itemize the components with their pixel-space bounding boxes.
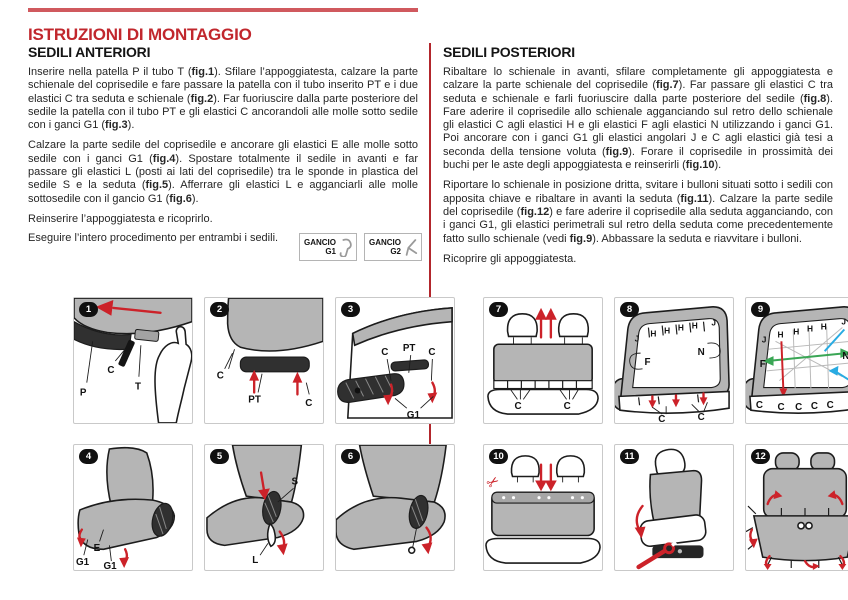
gancio-g2-code: G2	[390, 247, 401, 256]
figure-4-illustration: G1 E G1	[76, 446, 176, 570]
figure-label: C	[756, 400, 763, 411]
figure-number-badge: 3	[341, 302, 360, 317]
figure-number-badge: 11	[620, 449, 639, 464]
gancio-g1-label: GANCIO	[304, 238, 336, 247]
figure-label: C	[428, 347, 435, 358]
figure-number-badge: 2	[210, 302, 229, 317]
figure-label: T	[135, 382, 141, 393]
figure-panel-6: 6	[335, 444, 455, 571]
figure-panel-2: 2 C PT C	[204, 297, 324, 424]
figure-label: C	[514, 401, 521, 412]
hook-g2-icon	[405, 239, 418, 256]
figure-panel-8: 8 J H H H H J F N C C	[614, 297, 734, 424]
figure-9-illustration: J H H H H J F N C C C C C C	[746, 306, 848, 414]
figure-label: G1	[407, 410, 421, 421]
figure-number-badge: 5	[210, 449, 229, 464]
figure-label: H	[650, 328, 656, 338]
figure-label: F	[760, 359, 766, 370]
figure-label: L	[252, 555, 258, 566]
figure-label: J	[762, 334, 767, 344]
gancio-g1-box: GANCIO G1	[299, 233, 357, 261]
hook-legend: GANCIO G1 GANCIO G2	[299, 233, 422, 261]
figure-12-illustration	[746, 452, 848, 570]
figure-number-badge: 9	[751, 302, 770, 317]
figure-10-illustration: ✂	[484, 455, 601, 564]
figure-label: PT	[248, 394, 261, 405]
hook-g1-icon	[339, 238, 352, 257]
figure-label: C	[107, 365, 114, 376]
figure-5-illustration: S L	[206, 445, 305, 566]
figure-panel-1: 1 P C T	[73, 297, 193, 424]
figure-label: C	[658, 414, 665, 423]
figure-panel-7: 7 C C	[483, 297, 603, 424]
figure-label: N	[698, 347, 705, 358]
figure-label: G1	[76, 557, 90, 568]
figure-panel-5: 5 S L	[204, 444, 324, 571]
figure-number-badge: 4	[79, 449, 98, 464]
figure-panel-11: 11	[614, 444, 734, 571]
front-seats-heading: SEDILI ANTERIORI	[28, 44, 151, 60]
body-paragraph: Ribaltare lo schienale in avanti, sfilar…	[443, 66, 833, 172]
figure-panel-4: 4 G1 E G1	[73, 444, 193, 571]
body-paragraph: Inserire nella patella P il tubo T (fig.…	[28, 66, 418, 132]
body-paragraph: Calzare la parte sedile del coprisedile …	[28, 139, 418, 205]
figure-11-illustration	[634, 448, 707, 570]
rear-seats-heading: SEDILI POSTERIORI	[443, 44, 575, 60]
figure-label: J	[711, 318, 716, 328]
figure-6-illustration	[336, 445, 447, 555]
gancio-g1-code: G1	[325, 247, 336, 256]
figure-label: C	[795, 402, 802, 413]
figure-number-badge: 6	[341, 449, 360, 464]
figure-panel-3: 3 C PT C G1	[335, 297, 455, 424]
figure-7-illustration: C C	[487, 307, 599, 415]
figure-label: G1	[104, 561, 118, 570]
figure-label: C	[698, 412, 705, 423]
scissors-icon: ✂	[484, 473, 503, 493]
figure-number-badge: 12	[751, 449, 770, 464]
body-paragraph: Riportare lo schienale in posizione drit…	[443, 179, 833, 245]
figure-number-badge: 8	[620, 302, 639, 317]
body-paragraph: Reinserire l’appoggiatesta e ricoprirlo.	[28, 212, 213, 225]
figure-number-badge: 7	[489, 302, 508, 317]
figure-label: P	[80, 387, 87, 398]
figure-label: C	[827, 400, 834, 411]
figure-label: H	[777, 329, 783, 339]
figure-label: N	[842, 351, 848, 362]
gancio-g2-box: GANCIO G2	[364, 233, 422, 261]
figure-label: S	[292, 476, 299, 487]
figure-label: C	[381, 347, 388, 358]
front-seats-section: SEDILI ANTERIORI Inserire nella patella …	[28, 44, 418, 252]
figure-panel-12: 12	[745, 444, 848, 571]
figure-label: F	[645, 357, 651, 368]
figure-label: J	[635, 333, 640, 343]
figure-label: PT	[403, 343, 416, 354]
body-paragraph: Ricoprire gli appoggiatesta.	[443, 252, 577, 265]
gancio-g2-label: GANCIO	[369, 238, 401, 247]
figure-1-illustration: P C T	[74, 298, 192, 423]
figure-number-badge: 1	[79, 302, 98, 317]
figure-label: H	[678, 323, 684, 333]
figure-label: H	[821, 322, 827, 332]
figure-label: C	[217, 371, 224, 382]
figure-label: C	[811, 401, 818, 412]
page-title: ISTRUZIONI DI MONTAGGIO	[28, 25, 252, 44]
figure-panel-9: 9 J H H H H J F N C C C C C C	[745, 297, 848, 424]
figure-panel-10: 10 ✂	[483, 444, 603, 571]
figure-label: H	[664, 325, 670, 335]
figure-8-illustration: J H H H H J F N C C	[615, 306, 730, 423]
top-rule	[28, 8, 418, 12]
body-paragraph: Eseguire l’intero procedimento per entra…	[28, 232, 279, 245]
figure-label: C	[777, 402, 784, 413]
figure-label: C	[305, 398, 312, 409]
figure-label: H	[793, 326, 799, 336]
figure-label: H	[807, 323, 813, 333]
figure-number-badge: 10	[489, 449, 508, 464]
figure-label: C	[564, 401, 571, 412]
figure-label: J	[841, 317, 846, 327]
figure-label: E	[94, 543, 101, 554]
figure-3-illustration: C PT C G1	[337, 307, 453, 421]
rear-seats-section: SEDILI POSTERIORI Ribaltare lo schienale…	[443, 44, 833, 272]
figure-label: H	[692, 321, 698, 331]
